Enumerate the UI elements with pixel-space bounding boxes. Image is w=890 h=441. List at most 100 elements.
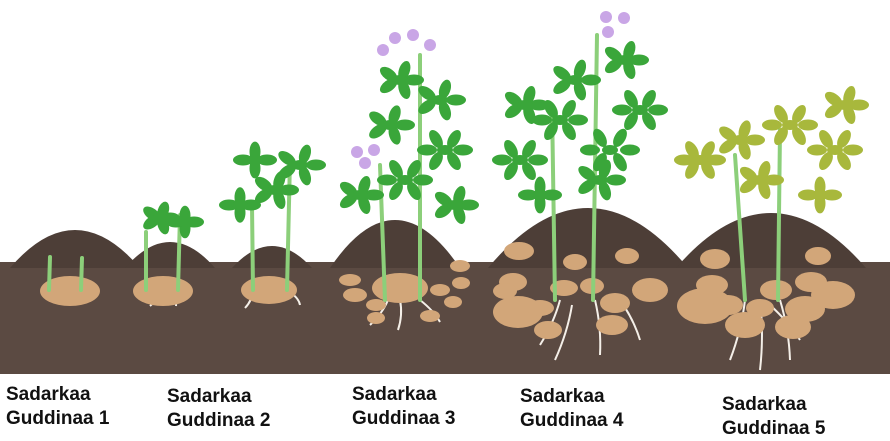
stage-label-4-line2: Guddinaa 4	[520, 409, 623, 433]
leaf	[620, 145, 640, 156]
stage-label-1-line1: Sadarkaa	[6, 383, 109, 407]
tuber	[420, 310, 440, 322]
stage-label-4: Sadarkaa Guddinaa 4	[520, 385, 623, 433]
stage-label-5-line1: Sadarkaa	[722, 393, 825, 417]
stem	[778, 130, 780, 300]
stage-label-2: Sadarkaa Guddinaa 2	[167, 385, 270, 433]
flower	[407, 29, 419, 41]
tuber	[534, 321, 562, 339]
leaf	[447, 200, 463, 210]
tuber	[746, 299, 774, 317]
leaf	[837, 100, 853, 110]
leaf	[812, 190, 828, 200]
leaf	[827, 145, 843, 155]
tuber	[700, 249, 730, 269]
flower	[368, 144, 380, 156]
leaf	[532, 190, 548, 200]
flower	[600, 11, 612, 23]
flower	[389, 32, 401, 44]
leaf	[397, 175, 413, 185]
tuber	[450, 260, 470, 272]
leaf	[752, 175, 768, 185]
leaf	[762, 119, 782, 130]
stem	[81, 258, 82, 290]
stage-label-5-line2: Guddinaa 5	[722, 417, 825, 441]
leaf	[267, 185, 283, 195]
tuber	[343, 288, 367, 302]
flower	[351, 146, 363, 158]
tuber	[760, 280, 792, 300]
leaf	[382, 120, 398, 130]
flower	[359, 157, 371, 169]
soil-mound	[125, 242, 215, 268]
tuber	[504, 242, 534, 260]
leaf	[413, 175, 433, 186]
leaf	[517, 100, 533, 110]
tuber	[632, 278, 668, 302]
stage-label-1-line2: Guddinaa 1	[6, 407, 109, 431]
leaf	[292, 160, 308, 170]
leaf	[446, 95, 466, 106]
leaf	[648, 105, 668, 116]
leaf	[592, 175, 608, 185]
tuber	[615, 248, 639, 264]
tuber	[811, 281, 855, 309]
leaf	[432, 95, 448, 105]
tuber	[493, 283, 517, 299]
leaf	[692, 155, 708, 165]
leaf	[453, 145, 473, 156]
tuber	[563, 254, 587, 270]
leaf	[352, 190, 368, 200]
stage-label-1: Sadarkaa Guddinaa 1	[6, 383, 109, 431]
tuber	[133, 276, 193, 306]
tuber	[367, 312, 385, 324]
tuber	[526, 300, 554, 316]
soil-mound	[10, 230, 140, 268]
flower	[602, 26, 614, 38]
leaf	[377, 174, 397, 185]
leaf	[512, 155, 528, 165]
stage-label-3-line1: Sadarkaa	[352, 383, 455, 407]
stage-label-2-line1: Sadarkaa	[167, 385, 270, 409]
flower	[424, 39, 436, 51]
leaf	[392, 75, 408, 85]
tuber	[713, 295, 743, 315]
leaf	[632, 105, 648, 115]
leaf	[552, 115, 568, 125]
tuber	[339, 274, 361, 286]
soil-mound	[330, 220, 460, 268]
leaf	[732, 135, 748, 145]
tuber	[696, 275, 728, 295]
leaf	[528, 155, 548, 166]
tuber	[805, 247, 831, 265]
leaf	[606, 175, 626, 186]
leaf	[247, 155, 263, 165]
leaf	[782, 120, 798, 130]
stage-label-5: Sadarkaa Guddinaa 5	[722, 393, 825, 441]
tuber	[444, 296, 462, 308]
leaf	[437, 145, 453, 155]
leaf	[612, 104, 632, 115]
tuber	[452, 277, 470, 289]
leaf	[807, 144, 827, 155]
leaf	[568, 115, 588, 126]
tuber	[430, 284, 450, 296]
leaf	[581, 75, 601, 86]
stage-label-4-line1: Sadarkaa	[520, 385, 623, 409]
leaf	[602, 145, 618, 155]
soil-mound	[232, 246, 312, 268]
leaf	[177, 217, 193, 227]
leaf	[798, 120, 818, 131]
leaf	[492, 154, 512, 165]
leaf	[306, 160, 326, 171]
stage-label-2-line2: Guddinaa 2	[167, 409, 270, 433]
tuber	[596, 315, 628, 335]
tuber	[600, 293, 630, 313]
leaf	[567, 75, 583, 85]
leaf	[417, 144, 437, 155]
stage-label-3-line2: Guddinaa 3	[352, 407, 455, 431]
leaf	[232, 200, 248, 210]
leaves	[141, 39, 869, 238]
leaf	[580, 144, 600, 155]
